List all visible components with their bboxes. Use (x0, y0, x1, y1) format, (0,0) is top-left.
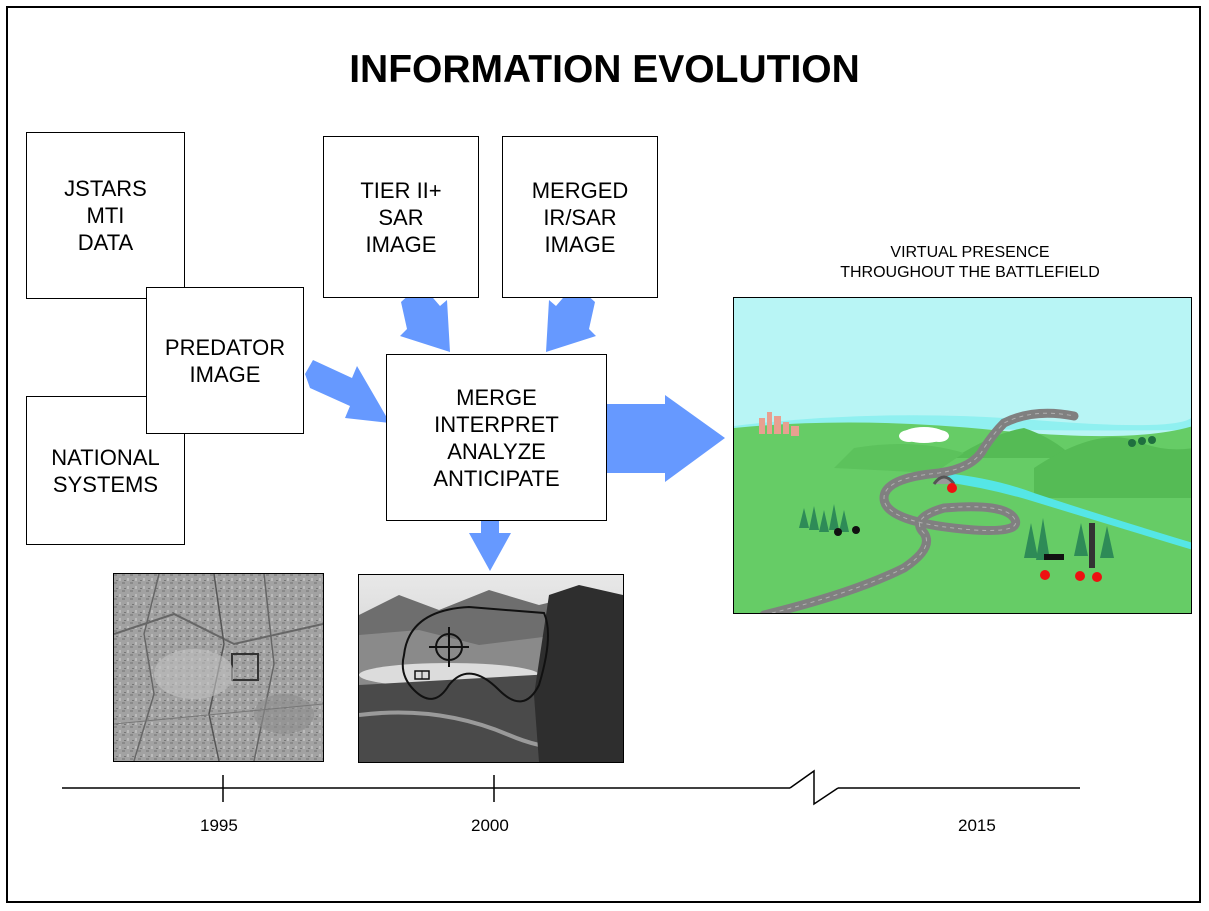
slide-frame (6, 6, 1201, 903)
arrow-merge-to-virtual (607, 395, 725, 482)
jstars-line-3: DATA (77, 230, 134, 255)
slide-title: INFORMATION EVOLUTION (349, 48, 860, 91)
map-image-1995 (113, 573, 324, 762)
national-line-2: SYSTEMS (52, 471, 159, 497)
arrow-merged-to-merge (546, 284, 596, 352)
arrow-tier2-to-merge (400, 284, 450, 352)
merged-ir-sar-box: MERGED IR/SAR IMAGE (502, 136, 658, 298)
jstars-box: JSTARS MTI DATA (26, 132, 185, 299)
tier2-line-3: IMAGE (365, 231, 437, 257)
virtual-presence-caption: VIRTUAL PRESENCE THROUGHOUT THE BATTLEFI… (730, 243, 1209, 283)
virtual-presence-line-2: THROUGHOUT THE BATTLEFIELD (840, 264, 1100, 281)
merged-image-2000 (358, 574, 624, 763)
merge-analyze-box: MERGE INTERPRET ANALYZE ANTICIPATE (386, 354, 607, 521)
predator-line-2: IMAGE (189, 361, 261, 387)
timeline (62, 769, 1080, 806)
merged-line-1: MERGED (531, 177, 629, 203)
national-line-1: NATIONAL (51, 444, 160, 470)
tier2-sar-box: TIER II+ SAR IMAGE (323, 136, 479, 298)
trees-left (799, 504, 849, 532)
merge-line-3: ANALYZE (447, 438, 546, 464)
merged-line-3: IMAGE (544, 231, 616, 257)
merged-line-2: IR/SAR (543, 204, 617, 230)
jstars-line-1: JSTARS (64, 176, 147, 201)
merged-image-graphic (359, 575, 623, 762)
map-image-graphic (114, 574, 323, 761)
merge-line-1: MERGE (456, 384, 537, 410)
year-label-1995: 1995 (200, 816, 238, 835)
jstars-line-2: MTI (86, 203, 125, 228)
predator-line-1: PREDATOR (164, 334, 286, 360)
tier2-line-2: SAR (378, 204, 424, 230)
merge-line-4: ANTICIPATE (433, 465, 560, 491)
year-label-2015: 2015 (958, 816, 996, 835)
merge-line-2: INTERPRET (434, 411, 559, 437)
trees-right (1024, 518, 1114, 560)
virtual-presence-line-1: VIRTUAL PRESENCE (890, 244, 1050, 261)
units (947, 483, 1102, 582)
town-cluster (759, 412, 799, 436)
year-label-2000: 2000 (471, 816, 509, 835)
tier2-line-1: TIER II+ (360, 177, 442, 203)
predator-box: PREDATOR IMAGE (146, 287, 304, 434)
arrow-merge-to-image (469, 521, 511, 571)
virtual-presence-scene (733, 297, 1192, 614)
battlefield-illustration (734, 298, 1191, 613)
